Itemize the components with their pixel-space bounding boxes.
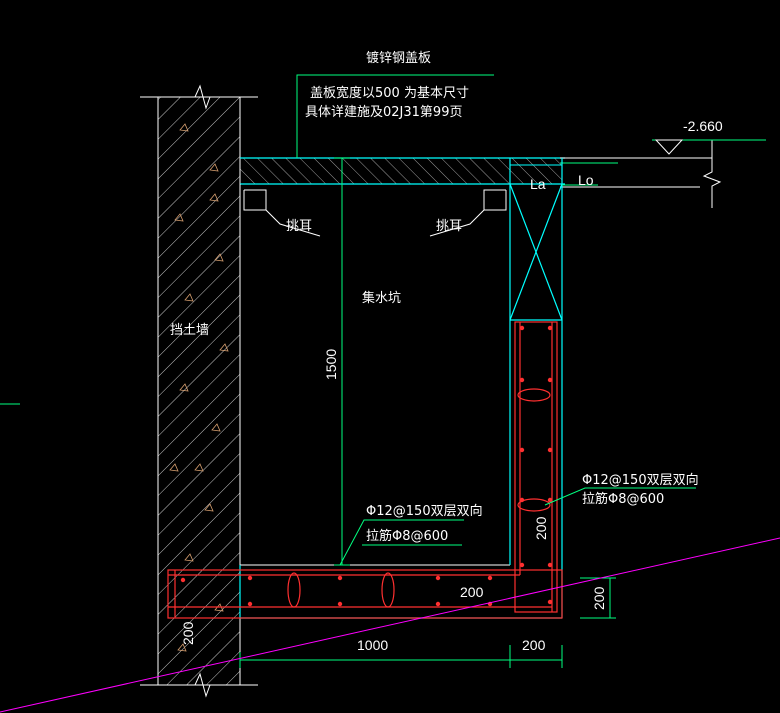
leader-lines: [0, 74, 696, 668]
rebar-dots: [180, 325, 553, 607]
cover-note-1: 盖板宽度以500 为基本尺寸: [310, 85, 469, 101]
wall-rebar-label-1: Φ12@150双层双向: [582, 472, 699, 488]
support-ears: [243, 189, 507, 237]
la-label: La: [530, 176, 546, 192]
left-200-dim: 200: [180, 621, 196, 645]
floor-inner-dim: 200: [460, 584, 484, 600]
sump-label: 集水坑: [362, 290, 401, 306]
floor-rebar-label-1: Φ12@150双层双向: [366, 503, 483, 519]
width-dim: 1000: [357, 637, 388, 653]
wall-bottom-dim: 200: [522, 637, 546, 653]
ground-line: [560, 140, 722, 208]
cover-note-2: 具体详建施及02J31第99页: [305, 105, 462, 120]
wall-rebar-label-2: 拉筋Φ8@600: [582, 491, 664, 507]
rebar-cage: [167, 321, 563, 619]
depth-dim: 1500: [323, 349, 339, 380]
slab-thk-dim: 200: [591, 586, 607, 610]
cover-plate: [239, 157, 565, 185]
ear-right-label: 挑耳: [436, 219, 462, 234]
wall-thk-dim: 200: [533, 516, 549, 540]
ear-left-label: 挑耳: [286, 219, 312, 234]
retaining-wall: [140, 84, 258, 698]
floor-rebar-label-2: 拉筋Φ8@600: [366, 528, 448, 544]
cover-title-label: 镀锌钢盖板: [366, 50, 431, 66]
lo-label: Lo: [578, 172, 594, 188]
elevation-mark: [652, 139, 766, 155]
retaining-wall-label: 挡土墙: [170, 323, 209, 338]
elevation-label: -2.660: [683, 118, 723, 134]
slope-line: [0, 537, 780, 713]
